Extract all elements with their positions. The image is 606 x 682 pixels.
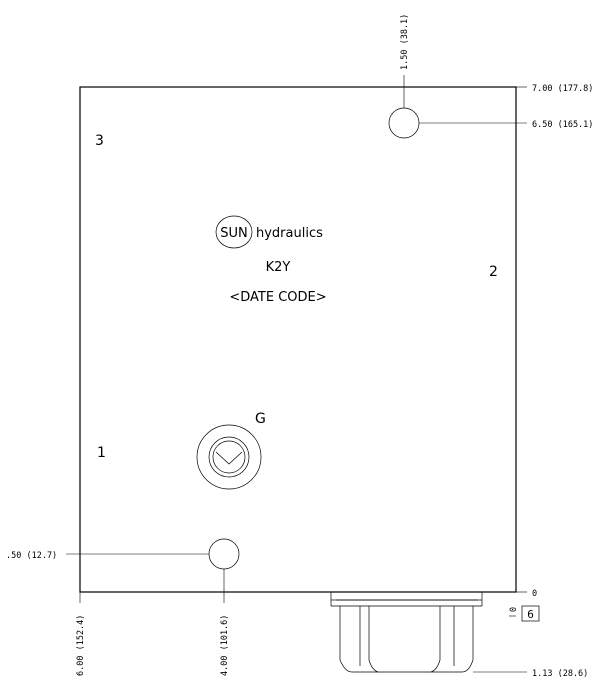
- gauge-port-label: G: [255, 411, 266, 427]
- brand-name: hydraulics: [256, 226, 323, 241]
- cartridge-fitting: [330, 591, 483, 673]
- dim-zero-x: 0: [509, 607, 519, 612]
- port-3-label: 3: [95, 133, 104, 149]
- gauge-port: [196, 424, 262, 490]
- port-2-label: 2: [489, 264, 498, 280]
- view-number-box: [521, 605, 540, 622]
- dim-fitting-depth: 1.13 (28.6): [532, 669, 588, 679]
- dim-bottom-hole-y: .50 (12.7): [6, 551, 57, 561]
- dim-top-hole-y: 6.50 (165.1): [532, 120, 593, 130]
- date-code: <DATE CODE>: [229, 290, 326, 305]
- model-code: K2Y: [266, 260, 291, 275]
- dim-bottom-hole-x: 4.00 (101.6): [220, 615, 230, 676]
- manifold-body: [79, 86, 517, 593]
- dim-body-top: 7.00 (177.8): [532, 84, 593, 94]
- brand-logo-text: SUN: [220, 226, 248, 241]
- port-1-label: 1: [97, 445, 106, 461]
- dim-body-left: 6.00 (152.4): [76, 615, 86, 676]
- bottom-mounting-hole: [208, 538, 240, 570]
- dim-top-hole-x: 1.50 (38.1): [400, 14, 410, 70]
- view-number: 6: [527, 608, 534, 621]
- sun-logo-oval: [215, 215, 253, 249]
- top-mounting-hole: [388, 107, 420, 139]
- dim-zero-y: 0: [532, 589, 537, 599]
